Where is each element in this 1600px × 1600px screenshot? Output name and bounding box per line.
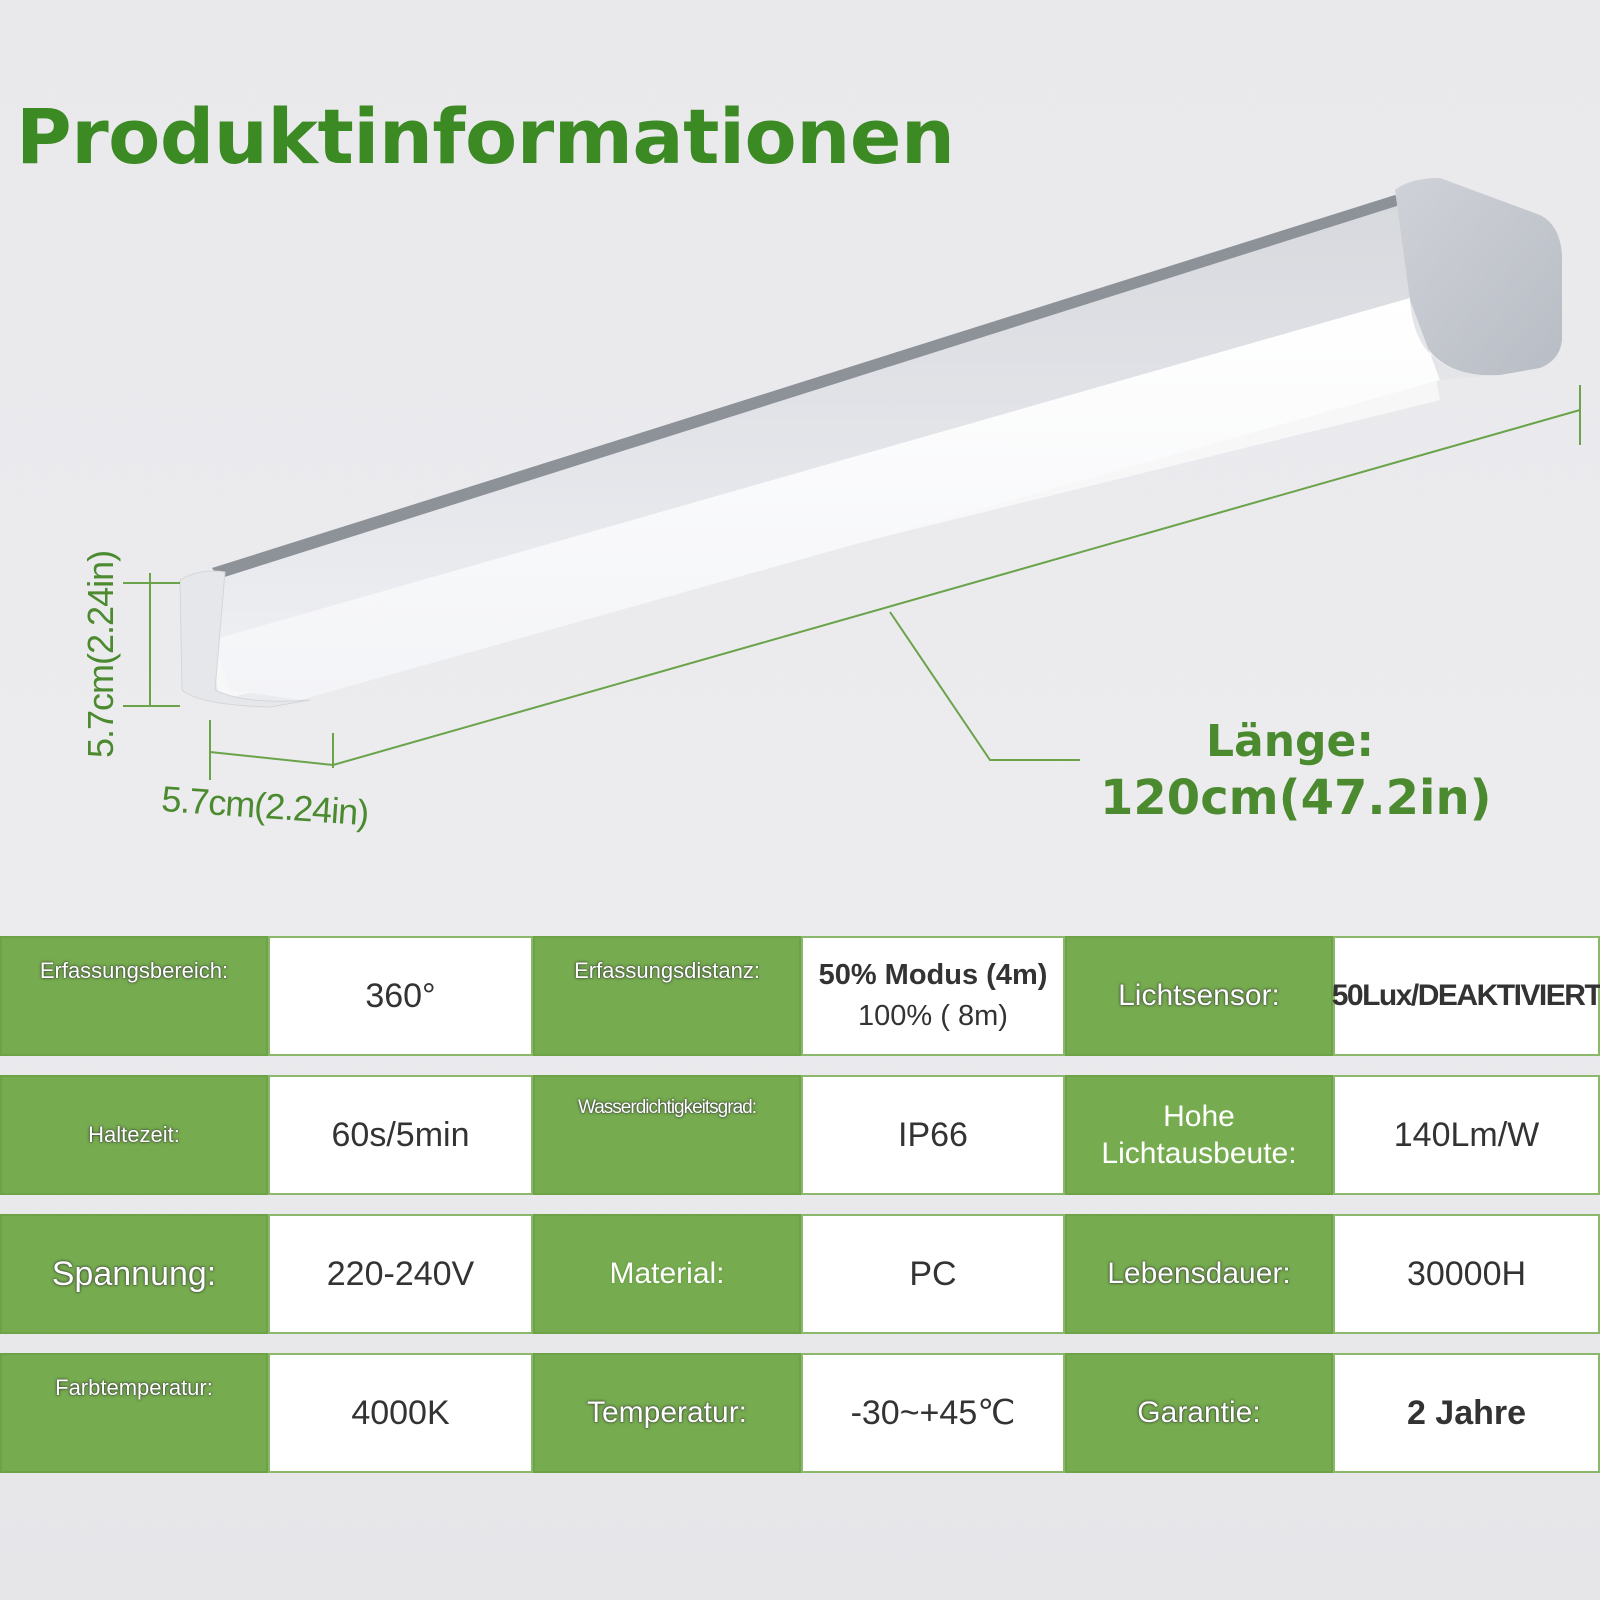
spec-value: 2 Jahre bbox=[1333, 1353, 1600, 1473]
spec-value: 360° bbox=[268, 936, 533, 1056]
spec-label-text: Lebensdauer: bbox=[1107, 1257, 1291, 1290]
length-label-title: Länge: bbox=[1206, 716, 1374, 767]
spec-value: 4000K bbox=[268, 1353, 533, 1473]
spec-label-text: Hohe Lichtausbeute: bbox=[1101, 1098, 1296, 1173]
spec-value: PC bbox=[801, 1214, 1065, 1334]
page-title: Produktinformationen bbox=[16, 92, 955, 181]
spec-label: Haltezeit: bbox=[0, 1075, 268, 1195]
spec-label-text: Erfassungsdistanz: bbox=[574, 958, 760, 983]
spec-label: Temperatur: bbox=[533, 1353, 801, 1473]
product-illustration bbox=[123, 178, 1581, 780]
spec-label: Hohe Lichtausbeute: bbox=[1065, 1075, 1333, 1195]
height-dimension-label: 5.7cm(2.24in) bbox=[80, 550, 121, 758]
spec-label-text: Lichtsensor: bbox=[1118, 979, 1280, 1012]
spec-label-text: Garantie: bbox=[1137, 1396, 1261, 1429]
spec-value: 50Lux/DEAKTIVIERT bbox=[1332, 936, 1600, 1056]
spec-label-line: Hohe bbox=[1163, 1099, 1235, 1133]
spec-label-text: Spannung: bbox=[51, 1254, 217, 1293]
spec-label: Spannung: bbox=[0, 1214, 268, 1334]
spec-label-text: Temperatur: bbox=[586, 1396, 748, 1429]
spec-label-text: Material: bbox=[609, 1257, 725, 1290]
spec-value: 220-240V bbox=[268, 1214, 533, 1334]
lamp-diffuser bbox=[212, 298, 1440, 700]
spec-row: Farbtemperatur: 4000K Temperatur: -30~+4… bbox=[0, 1353, 1600, 1473]
left-end-cap bbox=[179, 570, 311, 708]
spec-value: IP66 bbox=[801, 1075, 1065, 1195]
spec-value: 30000H bbox=[1333, 1214, 1600, 1334]
spec-label-text: Wasserdichtigkeitsgrad: bbox=[578, 1097, 757, 1118]
spec-value-line: 100% ( 8m) bbox=[858, 1000, 1008, 1032]
spec-value-line: 50% Modus (4m) bbox=[818, 959, 1048, 992]
lamp-body bbox=[215, 205, 1410, 640]
spec-label: Farbtemperatur: bbox=[0, 1353, 268, 1473]
spec-label-text: Erfassungsbereich: bbox=[39, 958, 229, 983]
spec-label-text: Haltezeit: bbox=[88, 1122, 180, 1147]
spec-label: Material: bbox=[533, 1214, 801, 1334]
spec-row: Erfassungsbereich: 360° Erfassungsdistan… bbox=[0, 936, 1600, 1056]
length-label-value: 120cm(47.2in) bbox=[1100, 770, 1492, 826]
spec-label: Lebensdauer: bbox=[1065, 1214, 1333, 1334]
spec-label: Wasserdichtigkeitsgrad: bbox=[533, 1075, 801, 1195]
spec-label-line: Lichtausbeute: bbox=[1101, 1137, 1297, 1170]
spec-value: 60s/5min bbox=[268, 1075, 533, 1195]
spec-value: -30~+45℃ bbox=[801, 1353, 1065, 1473]
right-end-cap bbox=[1395, 178, 1562, 376]
spec-label: Erfassungsdistanz: bbox=[533, 936, 801, 1056]
spec-value: 50% Modus (4m) 100% ( 8m) bbox=[801, 936, 1065, 1056]
spec-value: 140Lm/W bbox=[1333, 1075, 1600, 1195]
lamp-rail bbox=[212, 195, 1405, 582]
spec-row: Spannung: 220-240V Material: PC Lebensda… bbox=[0, 1214, 1600, 1334]
spec-label: Lichtsensor: bbox=[1065, 936, 1333, 1056]
dimension-lines bbox=[123, 385, 1581, 780]
spec-label: Erfassungsbereich: bbox=[0, 936, 268, 1056]
spec-label: Garantie: bbox=[1065, 1353, 1333, 1473]
spec-row: Haltezeit: 60s/5min Wasserdichtigkeitsgr… bbox=[0, 1075, 1600, 1195]
spec-label-text: Farbtemperatur: bbox=[55, 1375, 213, 1400]
